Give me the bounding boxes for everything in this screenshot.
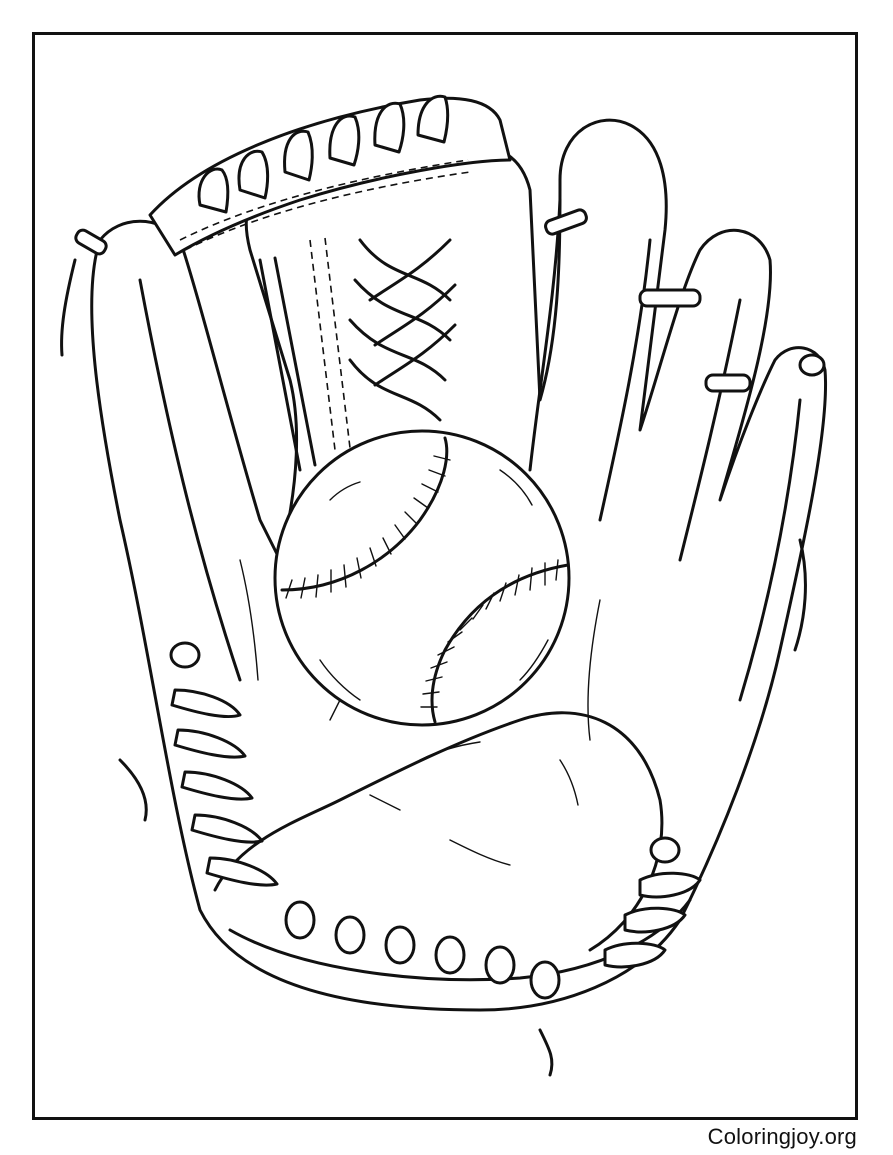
site-credit: Coloringjoy.org	[707, 1124, 857, 1149]
heel-lacing-left	[169, 641, 279, 887]
finger-seams	[74, 198, 802, 702]
glove-web	[148, 94, 512, 472]
lace-ties	[60, 258, 826, 1077]
baseball	[273, 429, 571, 727]
heel-lacing-right	[603, 836, 702, 969]
baseball-glove-illustration	[60, 94, 828, 1077]
bottom-lacing	[284, 900, 561, 1000]
